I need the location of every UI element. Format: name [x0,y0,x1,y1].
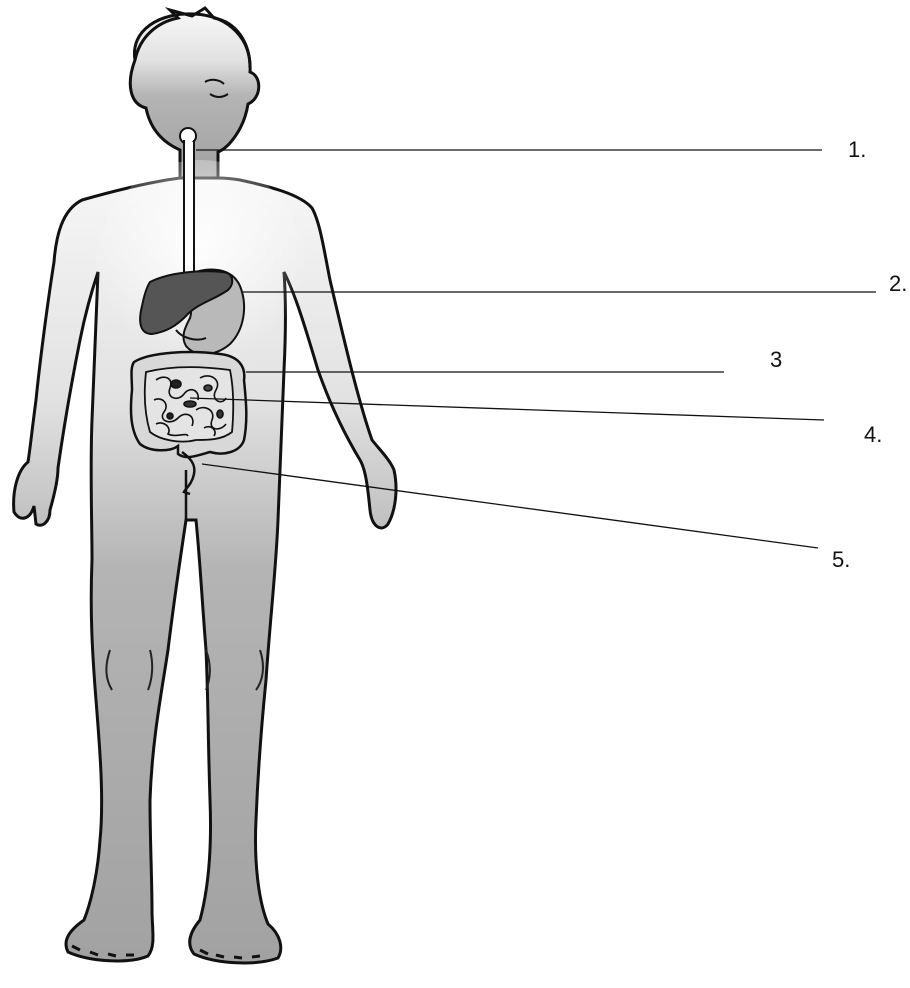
label-4: 4. [864,424,882,446]
leader-line-5 [202,464,818,548]
label-1: 1. [848,139,866,161]
leader-line-4 [190,398,824,420]
label-2: 2. [889,273,907,295]
label-3: 3 [770,349,782,371]
human-body-figure [14,8,396,963]
label-5: 5. [832,549,850,571]
esophagus [184,140,194,276]
